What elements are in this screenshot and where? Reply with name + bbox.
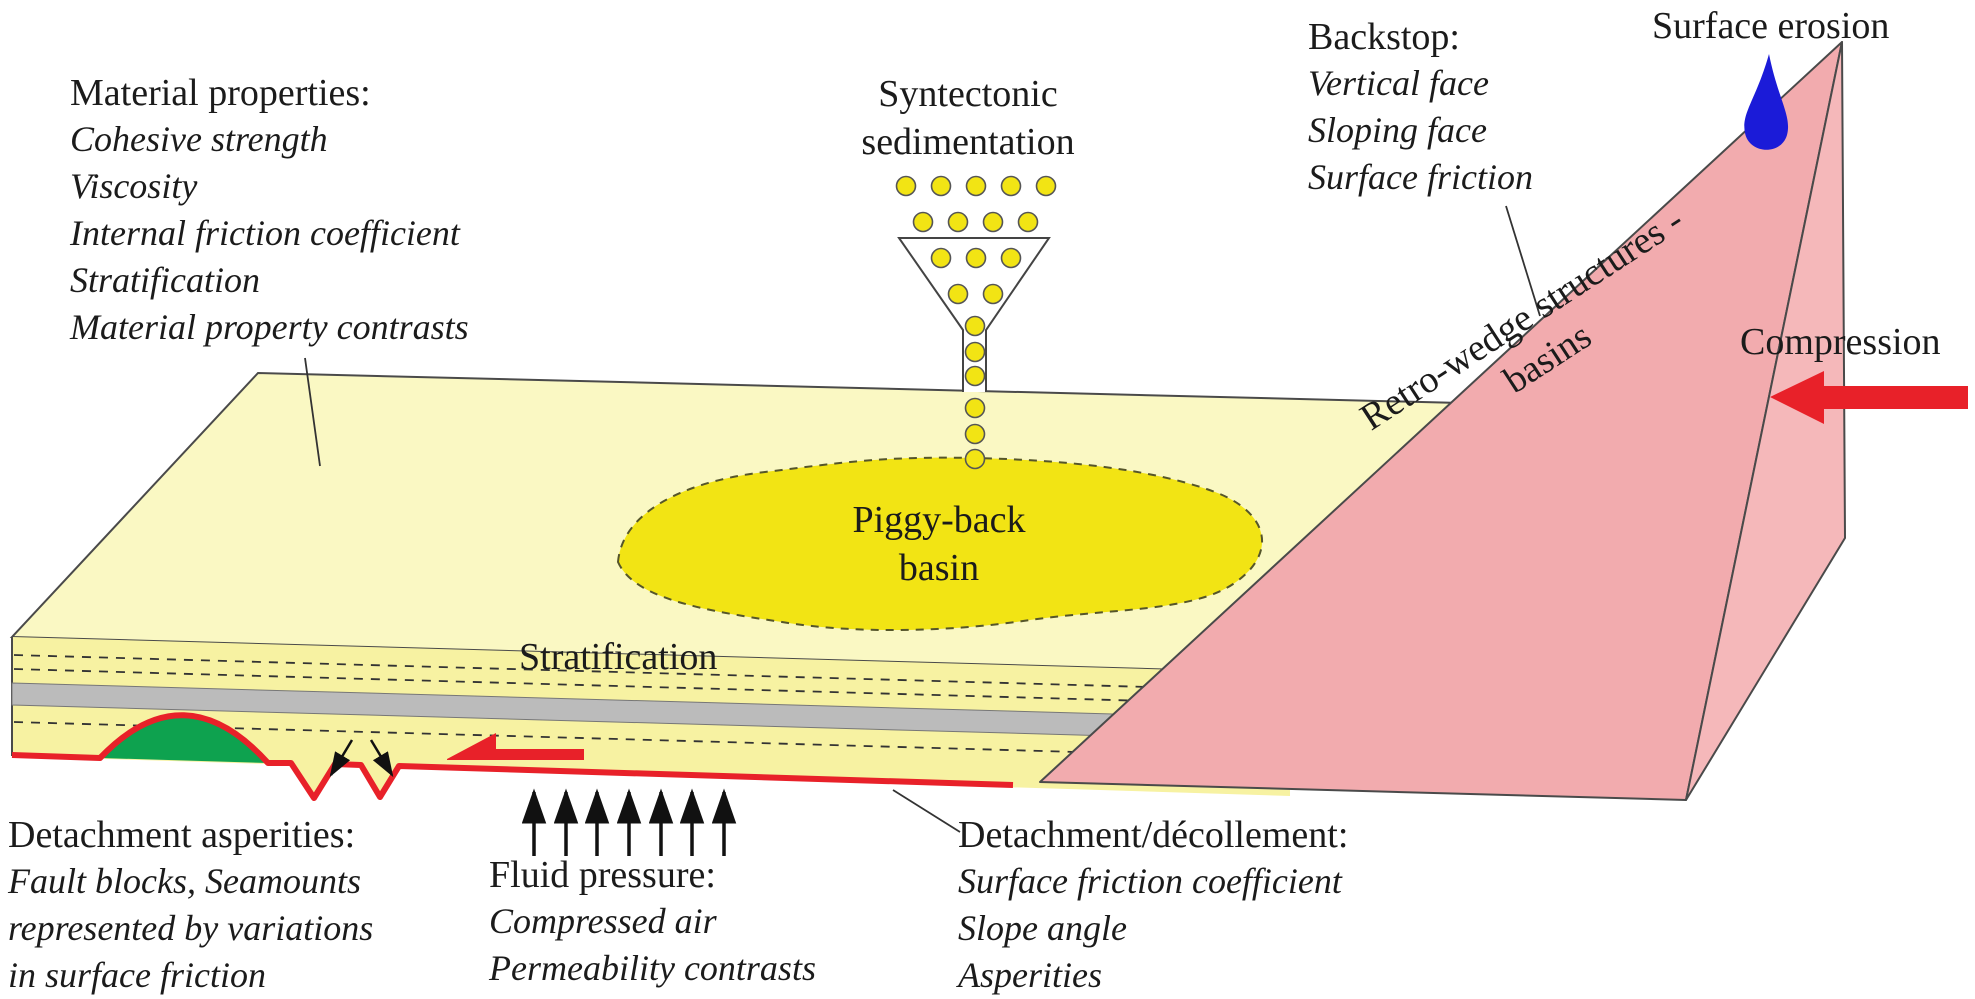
material-properties-item: Cohesive strength — [70, 119, 328, 159]
decollement-pointer-line — [892, 789, 961, 833]
material-properties-item: Viscosity — [70, 166, 198, 206]
detachment-asperities-item: in surface friction — [8, 955, 266, 995]
piggyback-basin-label: Piggy-back basin — [852, 499, 1026, 589]
pointer-lines — [304, 205, 1541, 833]
sediment-funnel — [897, 237, 1051, 392]
sediment-grain-dots — [895, 175, 1057, 470]
material-properties-block: Material properties: Cohesive strength V… — [70, 70, 469, 351]
shear-half-arrow — [447, 733, 584, 760]
erosion-droplet-icon — [1744, 54, 1789, 150]
fluid-pressure-title: Fluid pressure: — [489, 854, 716, 896]
detachment-asperities-item: represented by variations — [8, 908, 374, 948]
detachment-asperities-item: Fault blocks, Seamounts — [8, 861, 361, 901]
compression-arrow — [1770, 371, 1968, 424]
surface-erosion-label: Surface erosion — [1652, 5, 1890, 47]
notch-slip-arrows — [329, 739, 394, 778]
decollement-item: Surface friction coefficient — [958, 861, 1342, 901]
fluid-pressure-item: Permeability contrasts — [489, 948, 816, 988]
backstop-right-face — [1685, 41, 1846, 801]
backstop-item: Vertical face — [1308, 63, 1489, 103]
fluid-pressure-block: Fluid pressure: Compressed air Permeabil… — [489, 852, 816, 992]
syntectonic-sedimentation-label: Syntectonic sedimentation — [861, 73, 1075, 163]
backstop-title: Backstop: — [1308, 16, 1460, 58]
material-properties-title: Material properties: — [70, 72, 371, 114]
decollement-item: Slope angle — [958, 908, 1127, 948]
material-properties-item: Stratification — [70, 260, 261, 300]
material-pointer-line — [304, 357, 321, 467]
backstop-item: Sloping face — [1308, 110, 1487, 150]
backstop-pointer-line — [1505, 205, 1541, 317]
decollement-item: Asperities — [958, 955, 1102, 995]
backstop-item: Surface friction — [1308, 157, 1533, 197]
detachment-asperities-block: Detachment asperities: Fault blocks, Sea… — [8, 812, 373, 999]
backstop-block: Backstop: Vertical face Sloping face Sur… — [1308, 14, 1533, 201]
decollement-block: Detachment/décollement: Surface friction… — [958, 812, 1348, 999]
material-properties-item: Material property contrasts — [70, 307, 469, 347]
piggyback-basin-shape — [616, 456, 1263, 632]
decollement-title: Detachment/décollement: — [958, 814, 1349, 856]
stratification-label: Stratification — [519, 636, 718, 678]
fluid-pressure-item: Compressed air — [489, 901, 717, 941]
compression-label: Compression — [1740, 321, 1941, 363]
fluid-pressure-arrows — [521, 788, 737, 856]
detachment-asperities-title: Detachment asperities: — [8, 814, 356, 856]
material-properties-item: Internal friction coefficient — [70, 213, 460, 253]
